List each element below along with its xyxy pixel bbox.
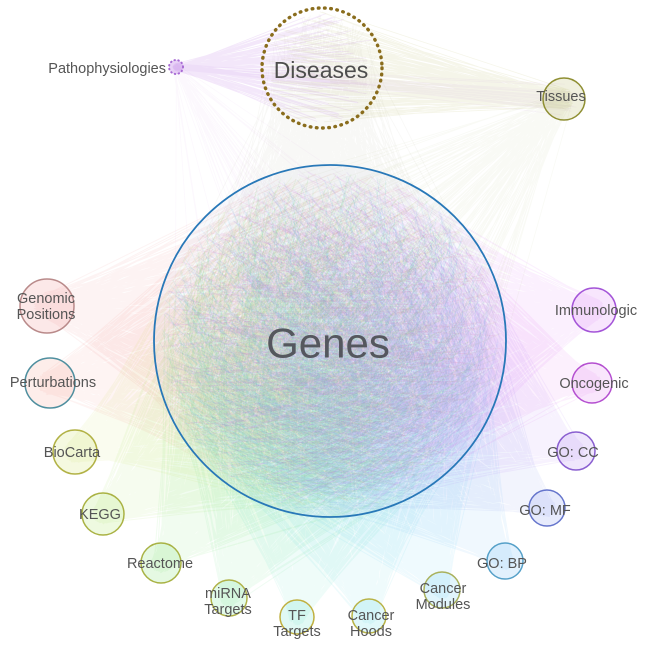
label-genes: Genes — [266, 320, 390, 367]
node-gocc[interactable] — [556, 431, 596, 471]
node-mirna[interactable] — [210, 579, 248, 617]
node-genes[interactable] — [153, 164, 507, 518]
edge-fan-gomf-genes — [163, 179, 557, 518]
node-perturbations[interactable] — [24, 357, 76, 409]
edge-fan-pathophysiologies-genes — [172, 63, 492, 500]
edge-fan-genomic-genes — [33, 173, 496, 503]
label-gobp: GO: BP — [477, 556, 527, 572]
label-genomic: Positions — [17, 307, 76, 323]
label-mirna: Targets — [204, 602, 252, 618]
node-kegg[interactable] — [81, 492, 125, 536]
node-gomf[interactable] — [528, 489, 566, 527]
edge-fan-gocc-genes — [167, 171, 586, 498]
label-diseases: Diseases — [274, 57, 369, 83]
node-immunologic[interactable] — [571, 287, 617, 333]
label-kegg: KEGG — [79, 507, 121, 523]
edge-fan-oncogenic-genes — [165, 172, 602, 509]
label-pathophysiologies: Pathophysiologies — [48, 61, 166, 77]
label-hoods: Hoods — [350, 624, 392, 640]
label-perturbations: Perturbations — [10, 375, 96, 391]
node-pathophysiologies[interactable] — [168, 59, 184, 75]
edge-fan-tissues-genes — [162, 88, 575, 504]
label-gomf: GO: MF — [519, 503, 571, 519]
label-tissues: Tissues — [536, 89, 585, 105]
label-modules: Modules — [416, 597, 471, 613]
node-modules[interactable] — [423, 571, 461, 609]
label-oncogenic: Oncogenic — [559, 376, 628, 392]
node-reactome[interactable] — [140, 542, 182, 584]
edge-fan-reactome-genes — [150, 174, 495, 574]
edge-fan-pathophysiologies-tissues — [172, 63, 581, 116]
edge-fan-immunologic-genes — [161, 171, 605, 508]
edge-layer — [33, 11, 605, 626]
node-layer — [19, 6, 617, 635]
label-modules: Cancer — [420, 581, 467, 597]
label-reactome: Reactome — [127, 556, 193, 572]
node-tissues[interactable] — [542, 77, 586, 121]
node-gobp[interactable] — [486, 542, 524, 580]
node-tf[interactable] — [279, 599, 315, 635]
edge-fan-tissues-diseases — [265, 11, 573, 123]
edge-fan-hoods-genes — [161, 180, 490, 625]
edge-fan-tf-genes — [158, 175, 495, 626]
label-tf: TF — [288, 608, 306, 624]
edge-fan-kegg-genes — [92, 173, 501, 525]
edge-fan-mirna-genes — [162, 175, 498, 607]
node-hoods[interactable] — [351, 598, 387, 634]
edge-fan-biocarta-genes — [64, 176, 497, 510]
label-tf: Targets — [273, 624, 321, 640]
node-genomic[interactable] — [19, 278, 75, 334]
label-immunologic: Immunologic — [555, 303, 637, 319]
label-gocc: GO: CC — [547, 445, 599, 461]
node-oncogenic[interactable] — [571, 362, 613, 404]
edge-fan-pathophysiologies-diseases — [172, 13, 376, 122]
edge-fan-modules-genes — [162, 177, 499, 600]
label-hoods: Cancer — [348, 608, 395, 624]
label-biocarta: BioCarta — [44, 445, 101, 461]
edge-fan-diseases-genes — [159, 13, 500, 512]
edge-fan-perturbations-genes — [37, 176, 501, 505]
node-diseases[interactable] — [260, 6, 384, 130]
node-biocarta[interactable] — [52, 429, 98, 475]
label-genomic: Genomic — [17, 291, 75, 307]
label-mirna: miRNA — [205, 586, 251, 602]
label-layer: Genes DiseasesTissuesGenomicPositionsPert… — [10, 57, 637, 640]
